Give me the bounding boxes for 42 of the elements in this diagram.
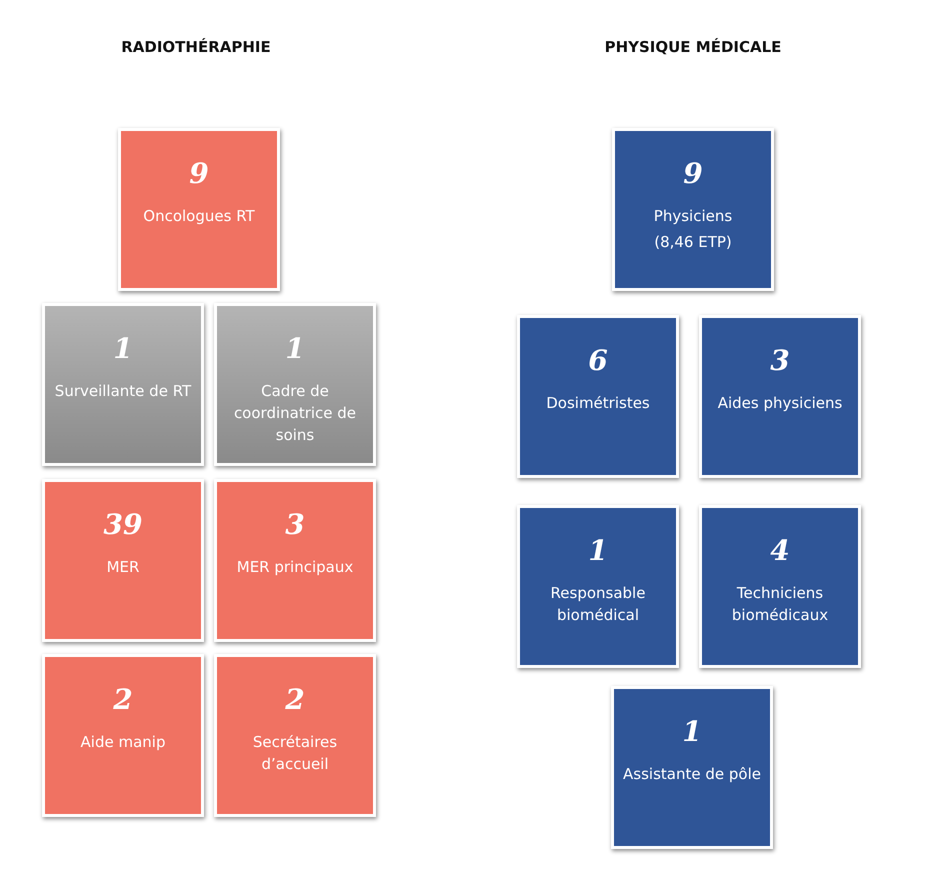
staff-tile xyxy=(42,654,204,817)
staff-count: 4 xyxy=(770,534,790,568)
staff-count: 1 xyxy=(588,534,608,568)
role-label: MER principaux xyxy=(236,557,354,578)
staff-count: 2 xyxy=(285,683,305,717)
role-label: Secrétaires d’accueil xyxy=(252,732,338,775)
staff-count: 1 xyxy=(285,332,305,366)
staff-tile xyxy=(118,128,280,291)
staff-tile xyxy=(517,315,679,478)
role-label: Aide manip xyxy=(80,732,166,753)
staff-count: 3 xyxy=(770,344,790,378)
staff-count: 39 xyxy=(104,508,142,542)
staff-count: 9 xyxy=(189,157,209,191)
role-label: Surveillante de RT xyxy=(54,381,192,402)
staff-tile xyxy=(42,479,204,642)
staff-count: 9 xyxy=(683,157,703,191)
staff-tile xyxy=(612,128,774,291)
staff-tile xyxy=(214,479,376,642)
staff-tile xyxy=(699,315,861,478)
staff-count: 1 xyxy=(682,715,702,749)
staff-tile xyxy=(214,303,376,466)
role-label: Aides physiciens xyxy=(718,393,842,414)
section-heading: RADIOTHÉRAPHIE xyxy=(120,38,272,56)
staff-tile xyxy=(611,686,773,849)
role-label: Techniciens biomédicaux xyxy=(730,583,830,626)
staff-tile xyxy=(42,303,204,466)
role-label: Assistante de pôle xyxy=(623,764,761,785)
staff-count: 3 xyxy=(285,508,305,542)
role-label: Oncologues RT xyxy=(143,206,255,227)
role-label: Cadre de coordinatrice de soins xyxy=(232,381,358,446)
staff-tile xyxy=(517,505,679,668)
role-label: (8,46 ETP) xyxy=(654,232,732,253)
staff-count: 1 xyxy=(113,332,133,366)
staff-tile xyxy=(699,505,861,668)
role-label: Physiciens xyxy=(654,206,732,227)
staff-count: 6 xyxy=(588,344,608,378)
role-label: Dosimétristes xyxy=(546,393,650,414)
role-label: Responsable biomédical xyxy=(550,583,646,626)
role-label: MER xyxy=(106,557,140,578)
staff-tile xyxy=(214,654,376,817)
staff-count: 2 xyxy=(113,683,133,717)
section-heading: PHYSIQUE MÉDICALE xyxy=(604,38,782,56)
